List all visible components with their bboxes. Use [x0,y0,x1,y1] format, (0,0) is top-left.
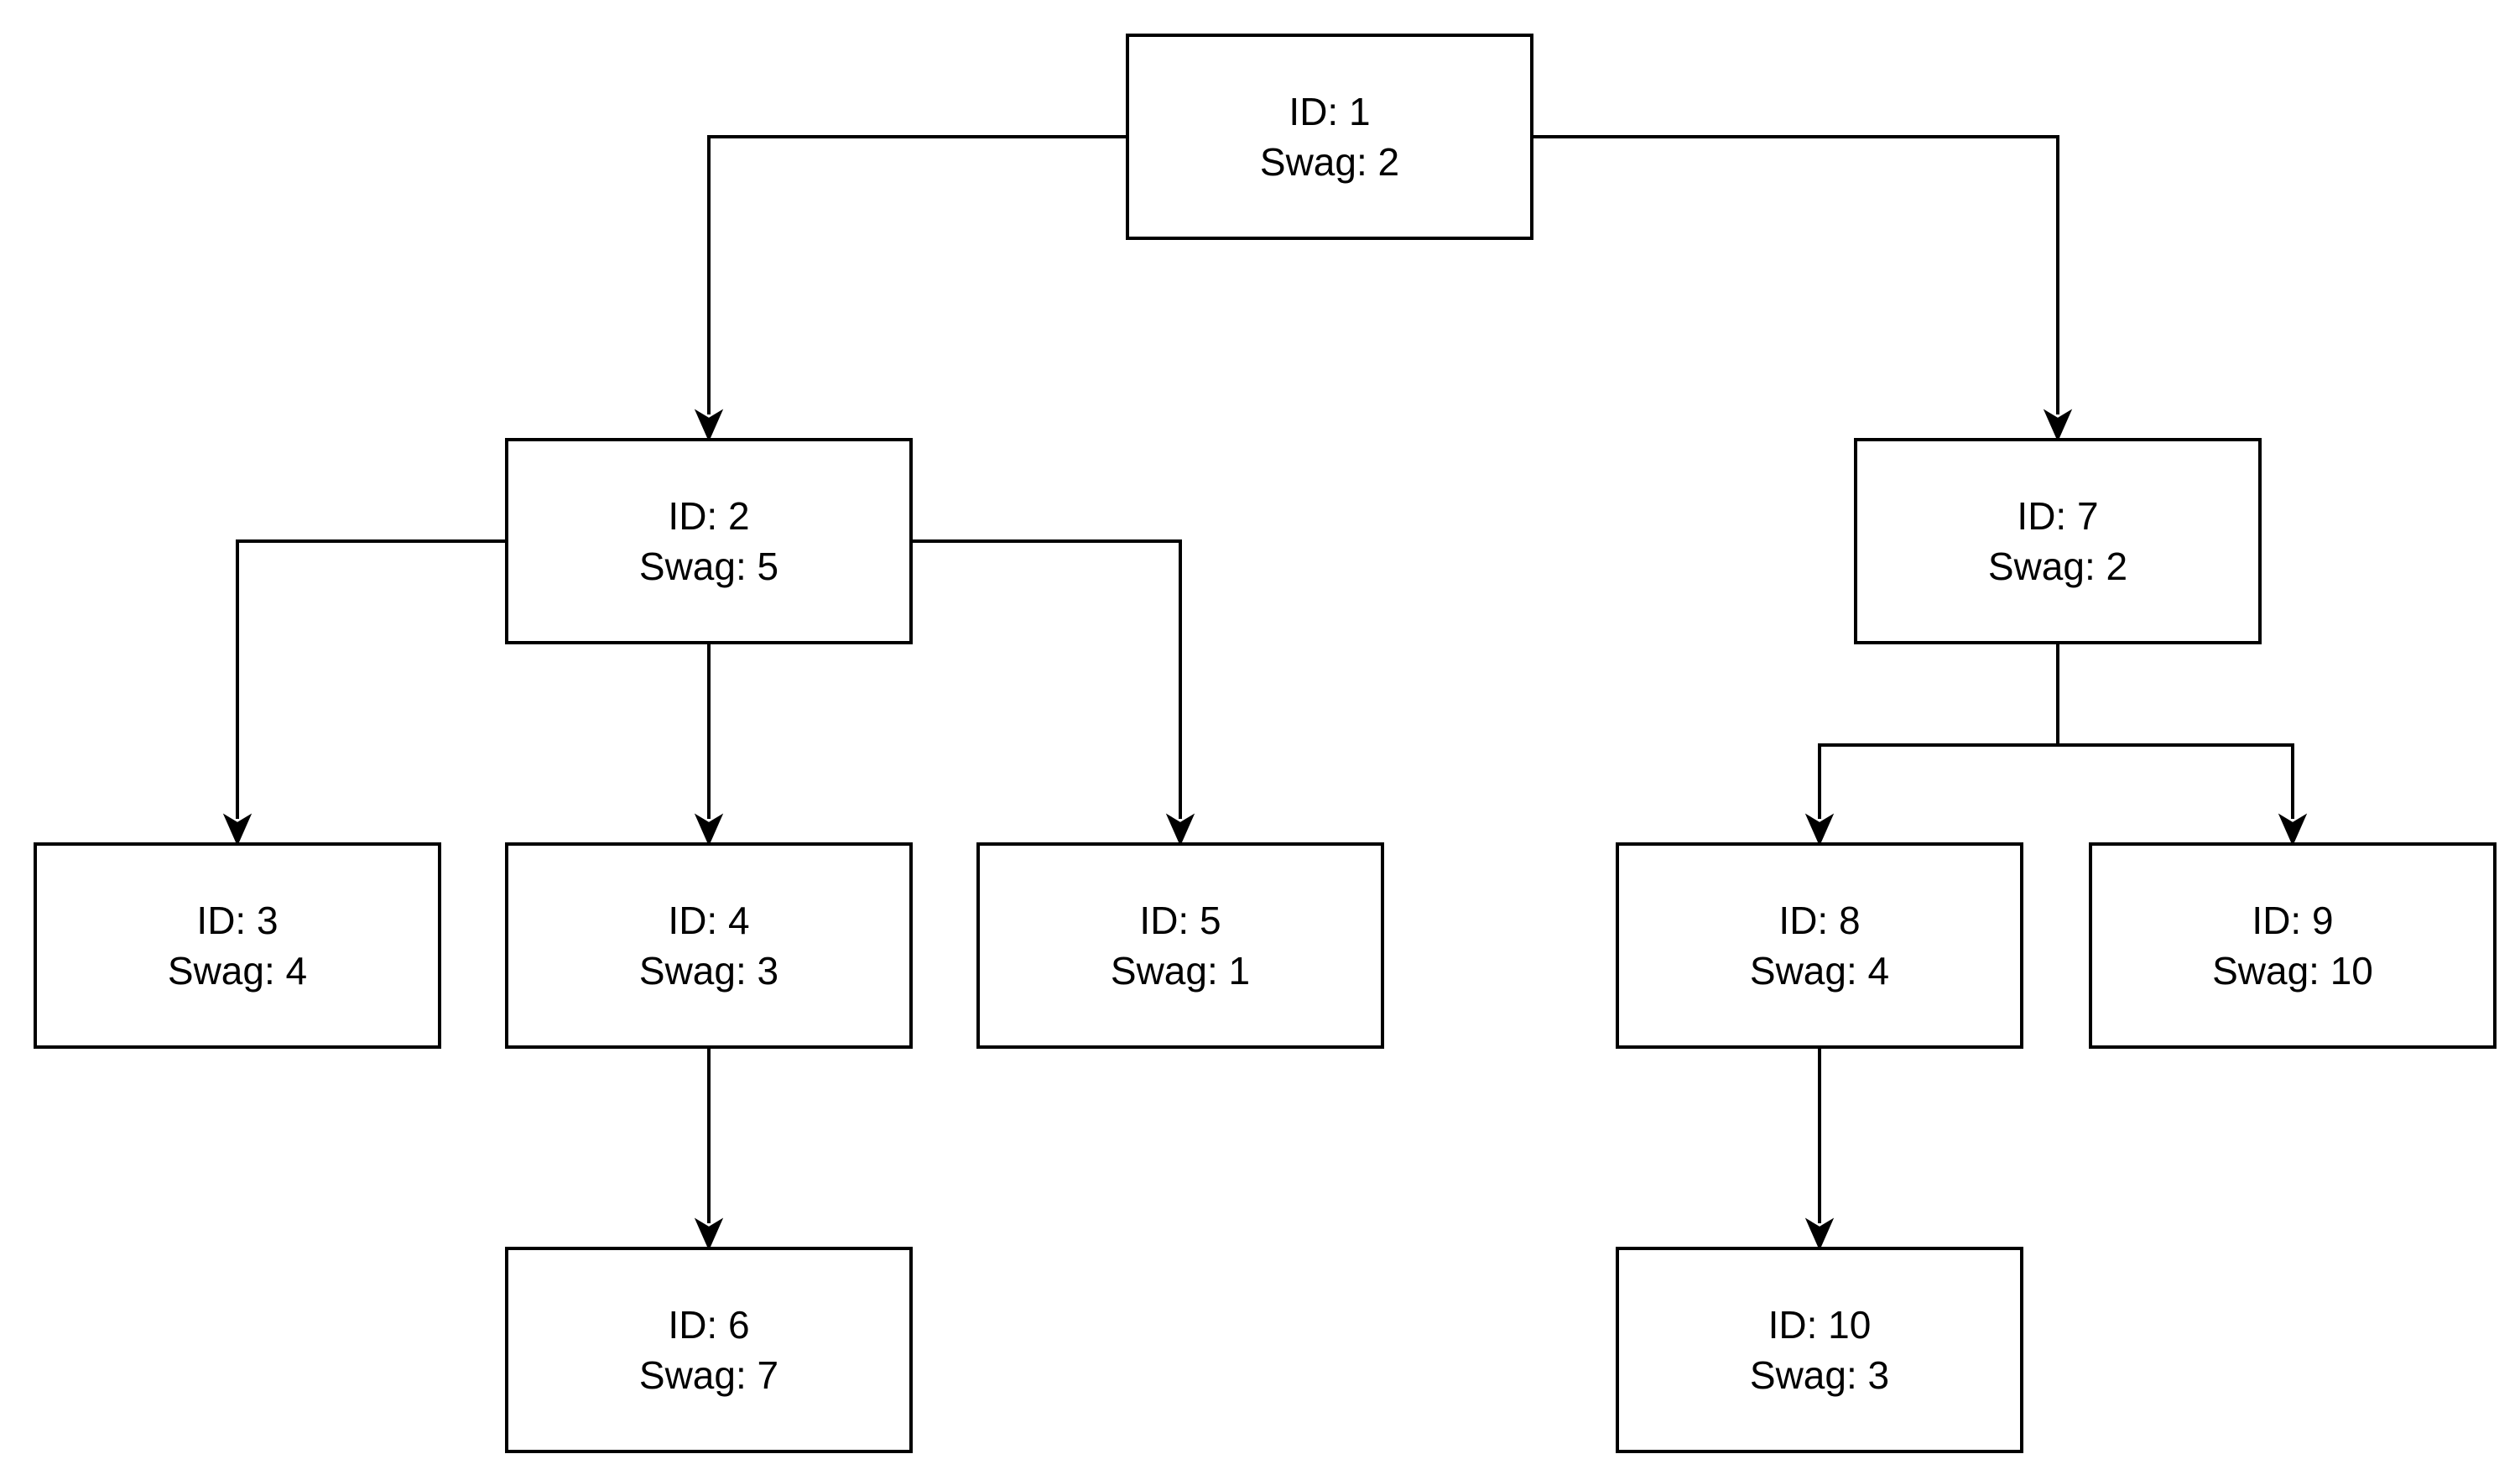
node-n1: ID: 1 Swag: 2 [1126,34,1533,240]
arrow-head-icon [1804,1217,1835,1251]
node-id-label: ID: 9 [2252,899,2333,942]
node-n8: ID: 8 Swag: 4 [1616,842,2023,1049]
arrow-head-icon [1804,813,1835,847]
node-swag-label: Swag: 1 [1111,949,1250,993]
node-box [976,842,1384,1049]
node-swag-label: Swag: 2 [1988,545,2127,588]
node-n4: ID: 4 Swag: 3 [505,842,913,1049]
node-box [1126,34,1533,240]
node-n9: ID: 9 Swag: 10 [2089,842,2497,1049]
node-swag-label: Swag: 4 [1750,949,1889,993]
node-n2: ID: 2 Swag: 5 [505,438,913,644]
node-id-label: ID: 10 [1768,1303,1872,1347]
edge-n7-n9 [2056,643,2294,819]
node-n6: ID: 6 Swag: 7 [505,1247,913,1453]
node-swag-label: Swag: 3 [639,949,778,993]
arrow-head-icon [1165,813,1195,847]
node-n10: ID: 10 Swag: 3 [1616,1247,2023,1453]
node-swag-label: Swag: 10 [2212,949,2373,993]
node-box [1616,1247,2023,1453]
node-id-label: ID: 8 [1778,899,1860,942]
edge-n7-n8 [1818,643,2059,819]
node-n3: ID: 3 Swag: 4 [34,842,441,1049]
node-id-label: ID: 3 [196,899,278,942]
node-n7: ID: 7 Swag: 2 [1854,438,2262,644]
node-box [2089,842,2497,1049]
arrow-head-icon [694,409,724,442]
node-id-label: ID: 1 [1289,90,1370,133]
node-box [1616,842,2023,1049]
node-box [34,842,441,1049]
node-swag-label: Swag: 3 [1750,1353,1889,1397]
node-n5: ID: 5 Swag: 1 [976,842,1384,1049]
node-box [1854,438,2262,644]
arrow-head-icon [694,1217,724,1251]
edge-n1-n2 [707,135,1127,414]
edge-n2-n5 [911,539,1182,819]
node-id-label: ID: 4 [668,899,749,942]
node-id-label: ID: 7 [2017,494,2098,538]
arrow-head-icon [222,813,253,847]
arrow-head-icon [2278,813,2308,847]
edge-n1-n7 [1532,135,2059,414]
node-box [505,438,913,644]
node-id-label: ID: 5 [1139,899,1221,942]
node-box [505,1247,913,1453]
node-box [505,842,913,1049]
node-swag-label: Swag: 4 [168,949,307,993]
arrow-head-icon [2043,409,2073,442]
node-id-label: ID: 6 [668,1303,749,1347]
node-id-label: ID: 2 [668,494,749,538]
edge-n2-n3 [236,539,507,819]
node-swag-label: Swag: 2 [1260,140,1399,184]
arrow-head-icon [694,813,724,847]
node-swag-label: Swag: 7 [639,1353,778,1397]
node-swag-label: Swag: 5 [639,545,778,588]
edges-layer [222,135,2308,1251]
